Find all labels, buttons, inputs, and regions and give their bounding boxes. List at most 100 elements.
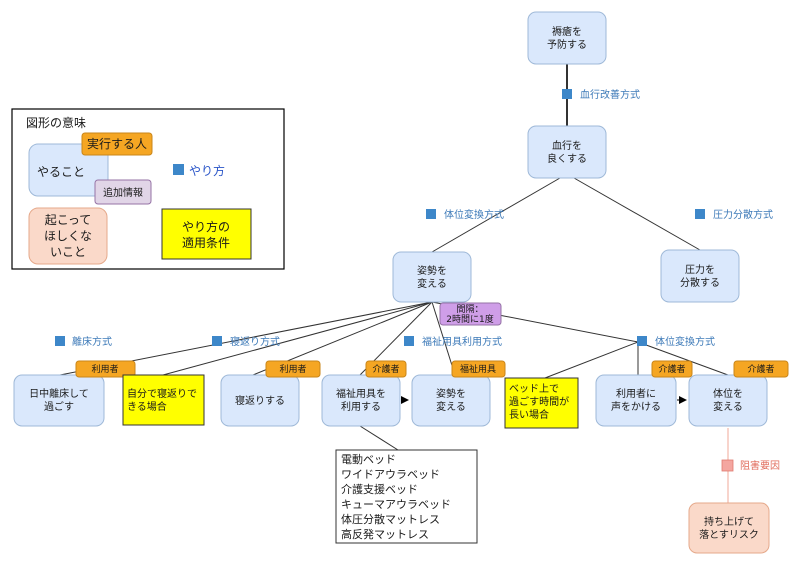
tag-caregiver-1: 介護者 <box>365 360 407 378</box>
method-leave-bed: 離床方式 <box>55 335 112 348</box>
method-position-change-2: 体位変換方式 <box>637 335 715 348</box>
node-leave-bed-line-2: 過ごす <box>44 400 74 413</box>
node-pressure-line-1: 圧力を <box>685 263 715 276</box>
node-use-tool: 福祉用具を 利用する <box>321 374 401 427</box>
tag-caregiver-2: 介護者 <box>651 360 693 378</box>
node-turn: 寝返りする <box>220 374 300 427</box>
method-circulation-label: 血行改善方式 <box>580 88 640 101</box>
method-circulation: 血行改善方式 <box>562 88 640 101</box>
node-leave-bed: 日中離床して 過ごす <box>13 374 105 427</box>
tag-caregiver-2-label: 介護者 <box>658 363 685 375</box>
legend-method-label: やり方 <box>189 163 225 178</box>
legend-extra-label: 追加情報 <box>103 186 143 199</box>
node-blood: 血行を 良くする <box>527 125 607 179</box>
legend-undesired-line-3: いこと <box>50 245 86 259</box>
tag-user-1: 利用者 <box>75 360 136 378</box>
edge-posture-self-turn <box>162 301 433 376</box>
condition-long-bed-line-3: 長い場合 <box>509 408 549 421</box>
node-blood-line-1: 血行を <box>552 139 582 152</box>
tool-list: 電動ベッド ワイドアウラベッド 介護支援ベッド キューマアウラベッド 体圧分散マ… <box>335 449 478 544</box>
node-posture-change-2-line-2: 変える <box>436 400 466 413</box>
node-posture-change-line-1: 姿勢を <box>417 264 447 277</box>
legend-extra-shape <box>94 179 152 205</box>
node-posture-change-line-2: 変える <box>417 277 447 290</box>
tag-tool-label: 福祉用具 <box>460 363 496 375</box>
hazard-label: 阻害要因 <box>740 459 780 472</box>
node-posture-change: 姿勢を 変える <box>392 251 472 303</box>
legend: 図形の意味 やること 実行する人 追加情報 やり方 起こって ほしくな いこと … <box>11 108 285 270</box>
legend-undesired-line-2: ほしくな <box>44 229 92 243</box>
node-turn-line-1: 寝返りする <box>235 394 285 407</box>
node-pressure: 圧力を 分散する <box>660 249 740 303</box>
node-change-position: 体位を 変える <box>688 374 768 427</box>
legend-method-square <box>173 164 184 175</box>
legend-condition-shape <box>161 208 252 260</box>
condition-self-turn-line-2: きる場合 <box>127 400 167 413</box>
legend-undesired-line-1: 起こって <box>45 213 92 227</box>
tool-list-item: ワイドアウラベッド <box>341 468 440 481</box>
condition-self-turn-line-1: 自分で寝返りで <box>127 387 197 400</box>
legend-undesired-shape <box>28 207 108 265</box>
legend-actor-label: 実行する人 <box>87 136 147 151</box>
interval-info: 間隔： 2時間に1度 <box>439 302 502 326</box>
condition-long-bed: ベッド上で 過ごす時間が 長い場合 <box>504 377 579 429</box>
edge-position-long-bed <box>544 341 639 379</box>
tag-user-2-label: 利用者 <box>279 363 306 375</box>
legend-action-label: やること <box>37 165 85 179</box>
node-posture-change-2: 姿勢を 変える <box>411 374 491 427</box>
edge-tool-list <box>359 425 399 451</box>
method-leave-bed-label: 離床方式 <box>72 335 112 348</box>
method-position-change: 体位変換方式 <box>426 208 504 221</box>
node-risk-line-1: 持ち上げて <box>704 515 754 528</box>
method-welfare-tool-label: 福祉用具利用方式 <box>422 335 502 348</box>
node-risk: 持ち上げて 落とすリスク <box>688 502 770 554</box>
condition-long-bed-line-2: 過ごす時間が <box>509 395 569 408</box>
tool-list-item: キューマアウラベッド <box>341 498 451 511</box>
node-call-line-2: 声をかける <box>611 400 661 413</box>
legend-condition-line-1: やり方の <box>182 219 230 234</box>
edge-posture-welfare-right <box>431 301 456 376</box>
edge-position-change <box>637 341 729 376</box>
hazard-marker: 阻害要因 <box>721 459 780 472</box>
node-prevent-line-2: 予防する <box>547 38 587 51</box>
method-welfare-tool: 福祉用具利用方式 <box>404 335 502 348</box>
legend-title: 図形の意味 <box>26 115 86 130</box>
tag-user-1-label: 利用者 <box>91 363 118 375</box>
node-posture-change-2-line-1: 姿勢を <box>436 387 466 400</box>
tag-user-2: 利用者 <box>265 360 321 378</box>
method-pressure-dist-label: 圧力分散方式 <box>713 208 773 221</box>
interval-line-1: 間隔： <box>456 304 483 315</box>
node-risk-line-2: 落とすリスク <box>699 529 759 541</box>
tool-list-item: 介護支援ベッド <box>341 482 418 496</box>
method-position-change-2-label: 体位変換方式 <box>655 335 715 348</box>
node-call-line-1: 利用者に <box>616 388 656 400</box>
node-call: 利用者に 声をかける <box>595 374 677 427</box>
node-blood-line-2: 良くする <box>547 152 587 165</box>
method-position-change-label: 体位変換方式 <box>444 208 504 221</box>
tool-list-item: 体圧分散マットレス <box>341 512 440 526</box>
legend-actor-shape <box>81 132 153 156</box>
method-turn-label: 寝返り方式 <box>230 335 280 348</box>
condition-long-bed-line-1: ベッド上で <box>509 383 559 395</box>
method-turn: 寝返り方式 <box>212 335 280 348</box>
tag-caregiver-3-label: 介護者 <box>747 363 774 375</box>
node-leave-bed-line-1: 日中離床して <box>29 387 89 400</box>
legend-condition-line-2: 適用条件 <box>182 235 230 250</box>
tool-list-item: 電動ベッド <box>341 452 396 466</box>
edge-blood-pressure <box>573 177 701 251</box>
node-prevent: 褥瘡を 予防する <box>527 11 607 65</box>
node-prevent-line-1: 褥瘡を <box>552 25 582 38</box>
legend-action-shape <box>28 143 109 197</box>
node-change-position-line-1: 体位を <box>713 387 743 400</box>
node-use-tool-line-1: 福祉用具を <box>336 387 386 400</box>
condition-self-turn: 自分で寝返りで きる場合 <box>122 374 205 426</box>
tool-list-item: 高反発マットレス <box>341 527 429 541</box>
tag-tool: 福祉用具 <box>451 360 506 378</box>
node-change-position-line-2: 変える <box>713 400 743 413</box>
tag-caregiver-3: 介護者 <box>733 360 789 378</box>
edge-blood-posture <box>431 177 561 253</box>
node-pressure-line-2: 分散する <box>680 276 720 289</box>
interval-line-2: 2時間に1度 <box>446 313 493 325</box>
node-use-tool-line-2: 利用する <box>341 401 381 413</box>
